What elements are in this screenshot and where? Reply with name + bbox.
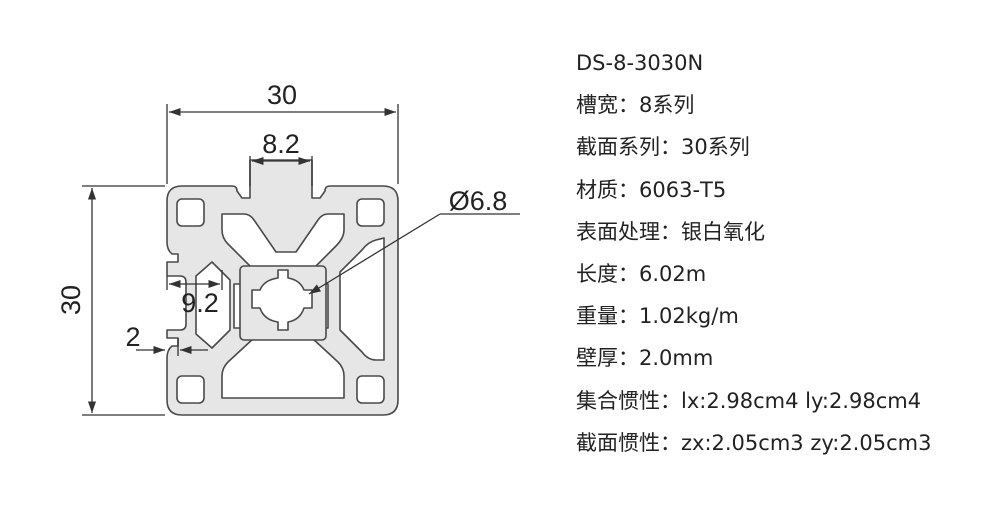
spec-list: DS-8-3030N 槽宽：8系列 截面系列：30系列 材质：6063-T5 表…: [576, 42, 996, 464]
center-hole: [251, 269, 313, 331]
corner-hole-bottom-right: [356, 375, 385, 404]
spec-section-inertia: 截面惯性：zx:2.05cm3 zy:2.05cm3: [576, 430, 932, 455]
corner-hole-bottom-left: [176, 375, 205, 404]
spec-material: 材质：6063-T5: [576, 177, 727, 202]
spec-moment-inertia: 集合惯性：lx:2.98cm4 ly:2.98cm4: [576, 388, 922, 413]
profile-drawing: 30 8.2 30 Ø6.8 9.2 2: [56, 80, 520, 416]
spec-weight: 重量：1.02kg/m: [576, 304, 739, 329]
dim-diameter-label: Ø6.8: [449, 186, 508, 216]
corner-hole-top-right: [356, 198, 385, 227]
spec-model: DS-8-3030N: [576, 51, 704, 75]
dim-slot-label: 8.2: [262, 129, 300, 159]
dimension-lines: [82, 104, 520, 416]
corner-hole-top-left: [176, 198, 205, 227]
spec-length: 长度：6.02m: [576, 261, 707, 286]
spec-slot-width: 槽宽：8系列: [576, 93, 695, 118]
spec-wall-thickness: 壁厚：2.0mm: [576, 346, 714, 371]
dim-offset-label: 9.2: [181, 288, 219, 318]
profile-cavity-top: [221, 213, 345, 271]
spec-section-series: 截面系列：30系列: [576, 135, 750, 160]
dim-wall-label: 2: [125, 322, 140, 352]
profile-cavity-bottom: [221, 337, 345, 399]
dim-height-label: 30: [56, 285, 86, 315]
spec-surface-treatment: 表面处理：银白氧化: [576, 219, 765, 244]
dim-width-label: 30: [267, 80, 297, 110]
aluminum-profile-cross-section: [166, 159, 399, 416]
dim-diameter-leader: [308, 213, 441, 295]
